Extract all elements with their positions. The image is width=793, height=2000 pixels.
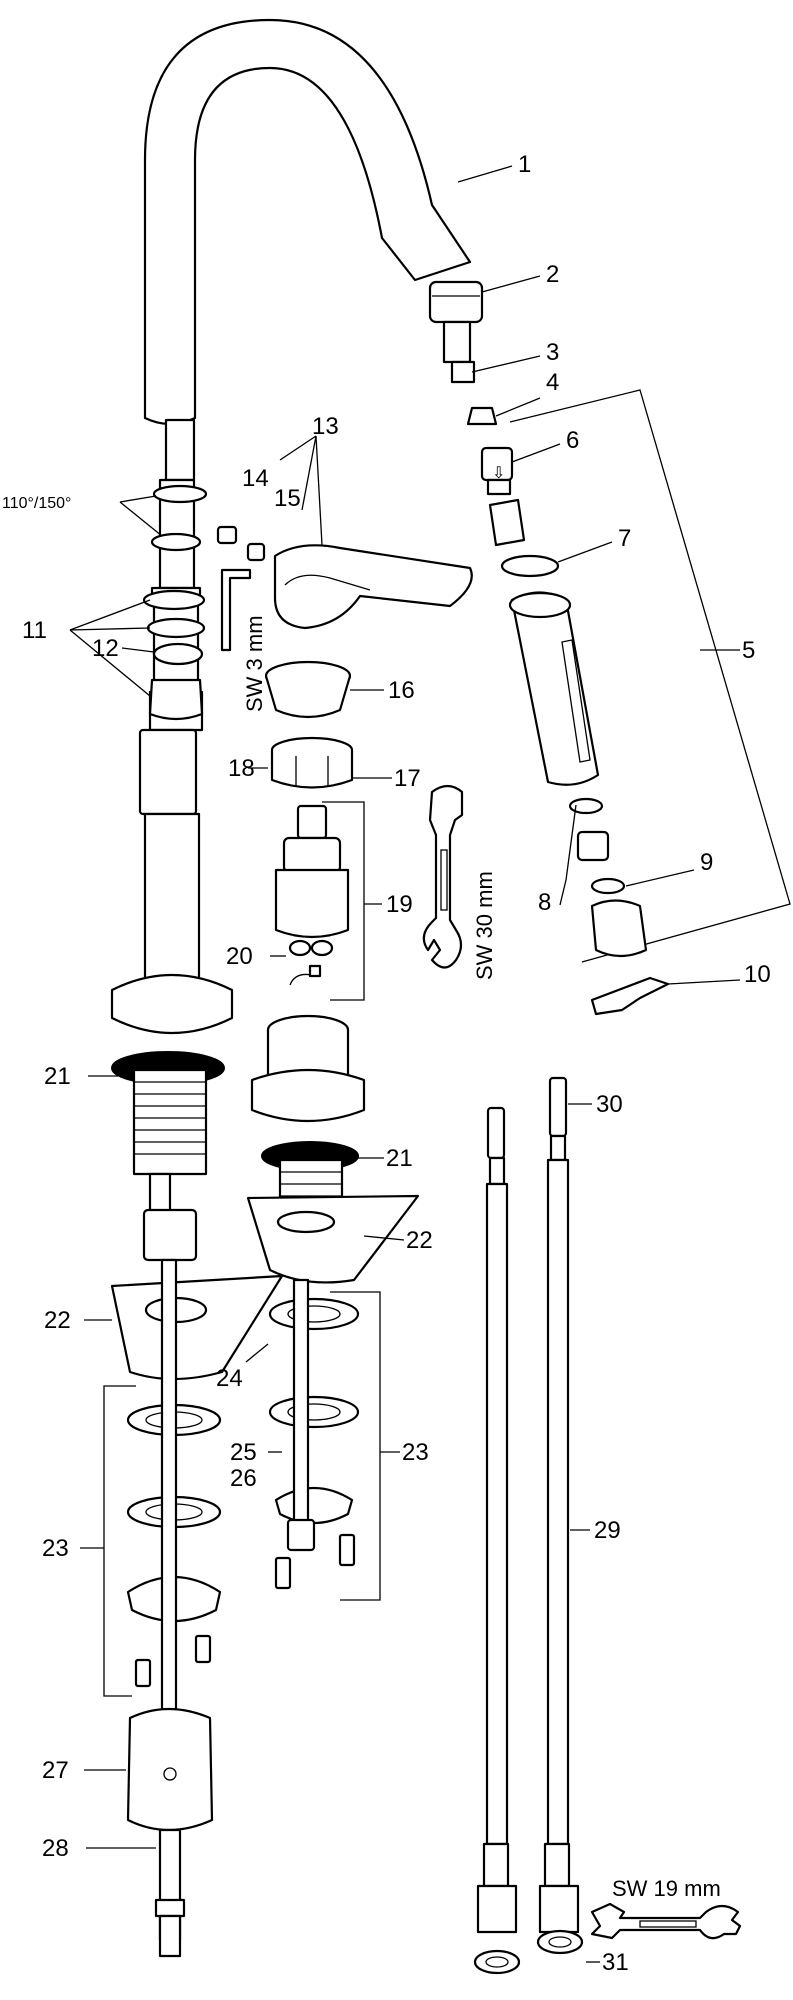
spout-nut — [428, 280, 484, 384]
callout-3: 3 — [546, 339, 559, 366]
callout-18: 18 — [228, 755, 255, 782]
mount-triangle-middle-22 — [246, 1194, 420, 1284]
small-nozzle-4 — [466, 406, 498, 426]
callout-24: 24 — [216, 1365, 243, 1392]
callout-27: 27 — [42, 1757, 69, 1784]
callout-30: 30 — [596, 1091, 623, 1118]
mount-triangle-left-22 — [110, 1274, 284, 1381]
cartridge-19 — [274, 804, 350, 939]
callout-21b: 21 — [386, 1145, 413, 1172]
base-flange-left — [110, 973, 234, 1035]
callout-16: 16 — [388, 677, 415, 704]
callout-4: 4 — [546, 369, 559, 396]
seals-20 — [288, 939, 334, 986]
aerator-6: ⇩ — [480, 446, 514, 496]
hose-end-28 — [154, 1828, 186, 1958]
callout-23a: 23 — [42, 1535, 69, 1562]
callout-22a: 22 — [44, 1307, 71, 1334]
bearing-ring-11 — [148, 678, 204, 721]
callout-20: 20 — [226, 943, 253, 970]
left-washer-bracket — [103, 1385, 136, 1697]
callout-12: 12 — [92, 635, 119, 662]
callout-23b: 23 — [402, 1439, 429, 1466]
insert-part — [488, 498, 526, 547]
screws-middle — [274, 1533, 356, 1590]
cartridge-bracket — [322, 801, 365, 1001]
handle-lever — [273, 544, 473, 630]
wrench-19-size-note: SW 19 mm — [612, 1876, 721, 1901]
callout-22b: 22 — [406, 1227, 433, 1254]
callout-labels: 1 2 3 4 5 6 7 8 9 10 11 12 13 14 15 16 1… — [22, 151, 771, 1976]
clip-10 — [590, 976, 670, 1016]
hose-left — [473, 1106, 521, 1975]
threaded-shank-left — [111, 1051, 225, 1176]
wrench-30mm — [422, 784, 464, 969]
callout-26: 26 — [230, 1465, 257, 1492]
washers-middle-23 — [268, 1297, 360, 1524]
callout-7: 7 — [618, 525, 631, 552]
stud-middle — [286, 1278, 316, 1552]
callout-11: 11 — [22, 617, 47, 644]
mount-rod-left — [142, 1172, 198, 1262]
callout-13: 13 — [312, 413, 339, 440]
leader-lines — [69, 165, 741, 1963]
hex-key-size-note: SW 3 mm — [242, 615, 267, 712]
callout-2: 2 — [546, 261, 559, 288]
cap-15 — [246, 542, 266, 562]
spout — [143, 18, 472, 426]
callout-25: 25 — [230, 1439, 257, 1466]
set-screw-14 — [216, 525, 238, 545]
screws-left — [134, 1634, 212, 1688]
cover-16 — [264, 660, 352, 719]
callout-1: 1 — [518, 151, 531, 178]
spray-assembly-bracket — [509, 389, 791, 963]
callout-8: 8 — [538, 889, 551, 916]
hex-key-3mm — [220, 568, 252, 652]
callout-9: 9 — [700, 849, 713, 876]
angle-note: 110°/150° — [2, 495, 71, 512]
valve-body-middle — [250, 1014, 366, 1123]
callout-19: 19 — [386, 891, 413, 918]
callout-15: 15 — [274, 485, 301, 512]
spray-head-inserts-8 — [568, 797, 648, 958]
callout-17: 17 — [394, 765, 421, 792]
wrench-30-size-note: SW 30 mm — [472, 871, 497, 980]
swivel-rings-110 — [150, 484, 208, 552]
middle-washer-bracket — [330, 1291, 381, 1601]
callout-31: 31 — [602, 1949, 629, 1976]
retaining-rings-11 — [142, 589, 206, 639]
svg-text:⇩: ⇩ — [492, 465, 505, 482]
callout-21a: 21 — [44, 1063, 71, 1090]
cartridge-nut-17 — [270, 736, 354, 789]
wrench-19mm — [590, 1902, 742, 1940]
callout-10: 10 — [744, 961, 771, 988]
o-ring-7 — [500, 554, 560, 578]
callout-14: 14 — [242, 465, 269, 492]
spray-head-body — [508, 591, 600, 786]
o-ring-12 — [152, 642, 204, 666]
callout-28: 28 — [42, 1835, 69, 1862]
hose-right — [536, 1076, 584, 1955]
stud-left — [160, 1258, 178, 1732]
weight-27 — [126, 1707, 214, 1832]
callout-6: 6 — [566, 427, 579, 454]
callout-5: 5 — [742, 637, 755, 664]
annotations: 110°/150° SW 3 mm SW 30 mm SW 19 mm — [2, 495, 721, 1901]
callout-29: 29 — [594, 1517, 621, 1544]
